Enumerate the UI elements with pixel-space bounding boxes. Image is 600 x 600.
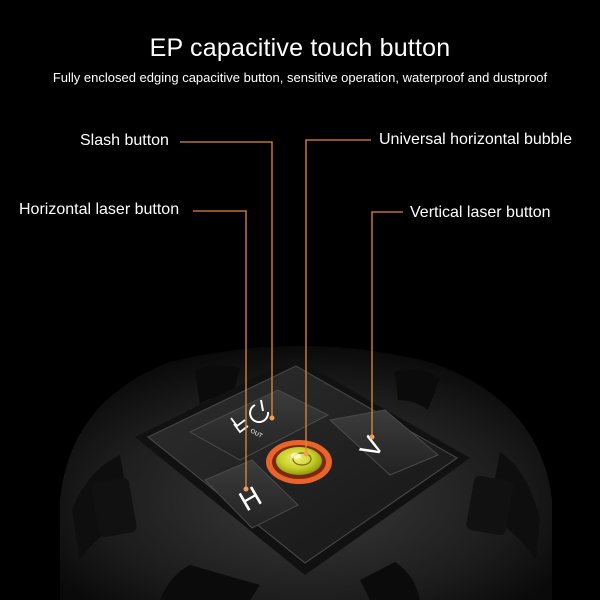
- slash-button-label: Slash button: [80, 132, 169, 149]
- slash-leader: [180, 141, 273, 417]
- vertical-laser-label: Vertical laser button: [410, 204, 551, 221]
- double-chevron-icon: [230, 417, 249, 434]
- horizontal-leader: [193, 210, 247, 488]
- horizontal-laser-label: Horizontal laser button: [19, 201, 180, 218]
- universal-bubble-label: Universal horizontal bubble: [379, 131, 572, 148]
- vertical-leader: [371, 211, 403, 436]
- power-icon: [249, 399, 270, 424]
- leader-endpoints: [243, 415, 375, 492]
- page-subtitle: Fully enclosed edging capacitive button,…: [52, 70, 548, 85]
- callout-leader-lines: [180, 139, 403, 488]
- bubble-leader: [305, 139, 371, 453]
- page-title: EP capacitive touch button: [149, 34, 451, 62]
- out-text: OUT: [249, 428, 263, 439]
- horizontal-laser-button[interactable]: H: [204, 459, 299, 529]
- slash-button[interactable]: OUT: [188, 389, 330, 461]
- universal-bubble: [266, 440, 332, 484]
